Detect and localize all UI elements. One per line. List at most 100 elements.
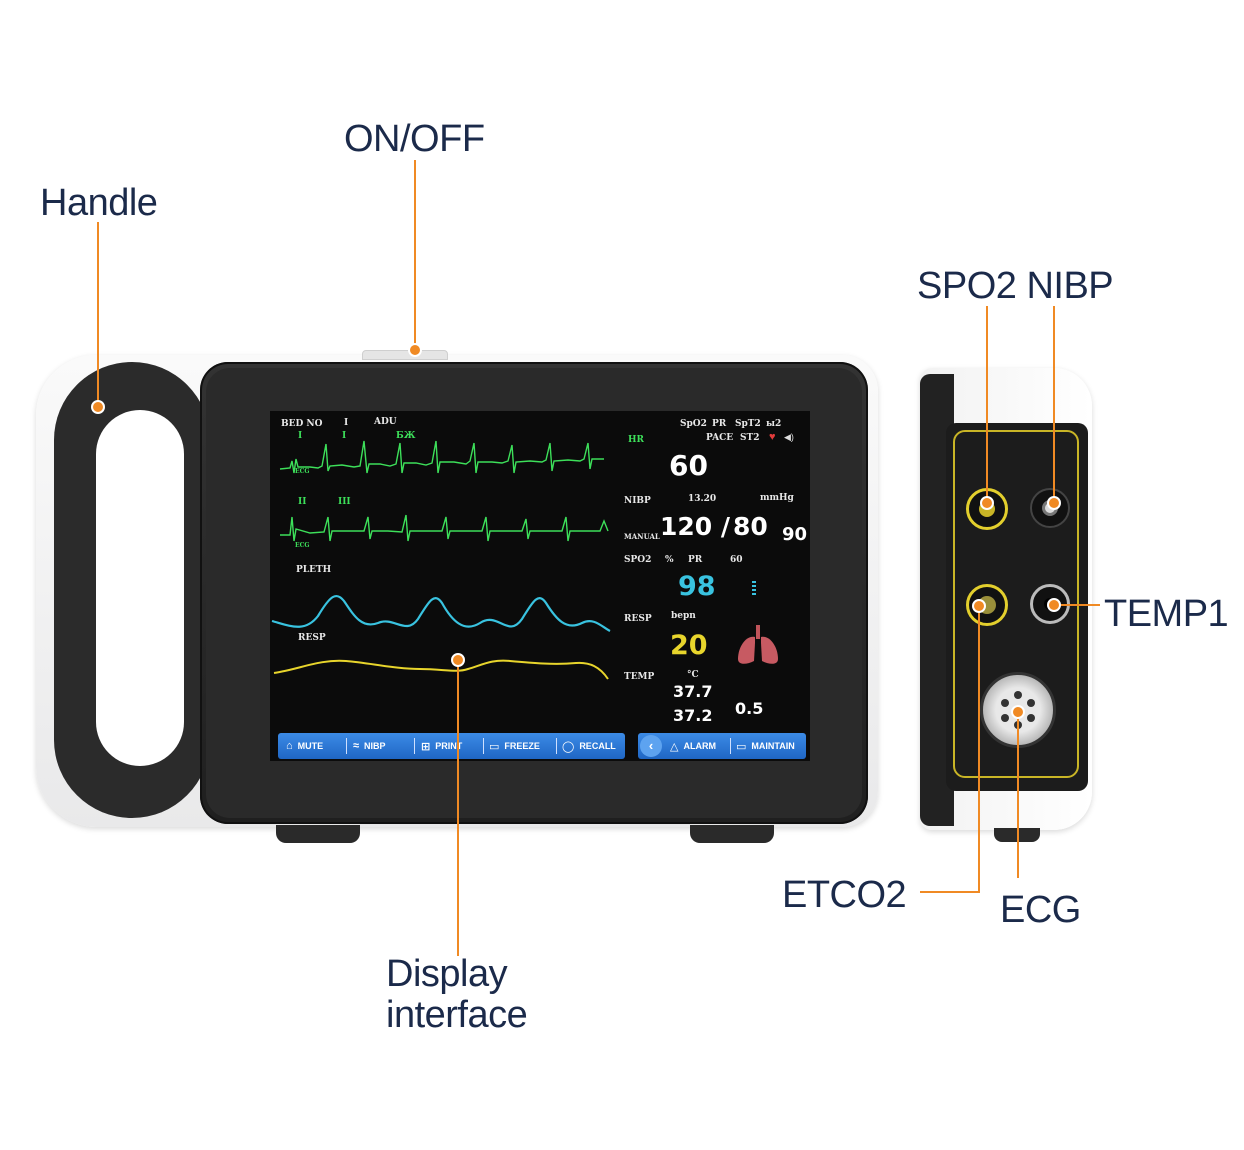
monitor-foot-left — [276, 825, 360, 843]
status-spo2: SpO2 — [680, 419, 707, 429]
nibp-marker — [1047, 496, 1061, 510]
maintain-label: MAINTAIN — [751, 741, 795, 751]
monitor-foot-right — [690, 825, 774, 843]
divider — [730, 738, 731, 754]
status-spt2: SpT2 — [735, 419, 761, 429]
etco2-leader-line-vertical — [978, 606, 980, 892]
etco2-callout: ETCO2 — [782, 874, 907, 916]
ecg1-label: ECG — [295, 468, 310, 475]
hr-value: 60 — [669, 449, 708, 482]
etco2-leader-line-horizontal — [920, 891, 980, 893]
temp-1-value: 37.7 — [673, 682, 713, 701]
heart-icon: ♥ — [769, 431, 776, 443]
divider — [483, 738, 484, 754]
home-icon: ⌂ — [286, 740, 293, 752]
temp1-leader-line — [1054, 604, 1100, 606]
onoff-leader-line — [414, 160, 416, 350]
resp-wave-label: RESP — [298, 633, 326, 643]
ecg1-gain: I — [342, 431, 347, 441]
divider — [556, 738, 557, 754]
spo2-nibp-callout: SPO2 NIBP — [917, 265, 1114, 307]
handle-opening — [96, 410, 184, 766]
ecg1-filter: БЖ — [396, 431, 416, 441]
freeze-label: FREEZE — [504, 741, 540, 751]
lungs-icon — [738, 625, 778, 664]
temp-delta-value: 0.5 — [735, 699, 764, 718]
function-bar-right: ‹ △ ALARM ▭ MAINTAIN — [638, 733, 806, 759]
nibp-leader-line — [1053, 306, 1055, 504]
function-bar-left: ⌂ MUTE ≈ NIBP ⊞ PRINT ▭ FREEZE ◯ RECALL — [278, 733, 625, 759]
display-screen[interactable]: BED NO I ADU I I БЖ ECG II III ECG PLETH… — [270, 411, 810, 761]
power-button[interactable] — [362, 350, 448, 360]
nibp-button-label: NIBP — [364, 741, 386, 751]
ecg2-lead-b: III — [338, 497, 351, 507]
ecg-marker — [1011, 705, 1025, 719]
resp-waveform — [273, 659, 609, 680]
nibp-unit: mmHg — [760, 493, 794, 503]
ecg2-lead-a: II — [298, 497, 307, 507]
ecg2-label: ECG — [295, 542, 310, 549]
recall-icon: ◯ — [562, 740, 575, 753]
resp-value: 20 — [670, 630, 708, 661]
spo2-label: SPO2 — [624, 555, 652, 565]
nibp-button[interactable]: ≈ NIBP — [353, 733, 386, 759]
spo2-pr-value: 60 — [730, 555, 743, 565]
temp-unit: °C — [687, 670, 699, 680]
onoff-callout: ON/OFF — [344, 118, 485, 160]
nibp-diastolic: 80 — [733, 512, 768, 541]
status-unit: ы2 — [766, 419, 782, 429]
handle-leader-line — [97, 222, 99, 406]
print-label: PRINT — [435, 741, 463, 751]
temp1-marker — [1047, 598, 1061, 612]
header-lead: I — [344, 418, 349, 428]
handle-marker — [91, 400, 105, 414]
ecg-leader-line — [1017, 712, 1019, 878]
recall-button[interactable]: ◯ RECALL — [562, 733, 616, 759]
etco2-port[interactable] — [966, 584, 1008, 626]
waveform-layer — [271, 440, 611, 680]
wave-icon: ≈ — [353, 740, 360, 752]
divider — [346, 738, 347, 754]
freeze-button[interactable]: ▭ FREEZE — [489, 733, 540, 759]
sound-icon: ◀) — [784, 432, 794, 442]
alarm-button[interactable]: △ ALARM — [670, 733, 716, 759]
camera-icon: ▭ — [489, 740, 500, 753]
monitor-icon: ▭ — [736, 740, 747, 753]
display-callout-line1: Display — [386, 953, 508, 995]
nibp-label: NIBP — [624, 496, 651, 506]
pleth-waveform — [271, 594, 611, 632]
display-marker — [451, 653, 465, 667]
status-pace: PACE — [706, 433, 734, 443]
alarm-label: ALARM — [683, 741, 716, 751]
ecg-callout: ECG — [1000, 889, 1081, 931]
recall-label: RECALL — [579, 741, 616, 751]
resp-unit: bepn — [671, 611, 696, 621]
resp-label: RESP — [624, 614, 652, 624]
mute-label: MUTE — [297, 741, 324, 751]
handle-callout: Handle — [40, 182, 158, 224]
back-icon[interactable]: ‹ — [640, 735, 662, 757]
etco2-marker — [972, 599, 986, 613]
mute-button[interactable]: ⌂ MUTE — [286, 733, 323, 759]
maintain-button[interactable]: ▭ MAINTAIN — [736, 733, 795, 759]
status-st2: ST2 — [740, 433, 760, 443]
display-leader-line — [457, 660, 459, 956]
spo2-marker — [980, 496, 994, 510]
signal-strength-bar — [752, 581, 756, 597]
temp-label: TEMP — [624, 672, 655, 682]
onoff-marker — [408, 343, 422, 357]
nibp-systolic: 120 / — [660, 512, 731, 541]
spo2-pr-label: PR — [688, 555, 703, 565]
temp1-callout: TEMP1 — [1104, 593, 1229, 635]
alarm-icon: △ — [670, 740, 679, 753]
print-button[interactable]: ⊞ PRINT — [421, 733, 462, 759]
print-icon: ⊞ — [421, 740, 431, 753]
status-pr: PR — [712, 419, 727, 429]
spo2-value: 98 — [678, 571, 716, 602]
pleth-label: PLETH — [296, 565, 332, 575]
nibp-mode: MANUAL — [624, 532, 660, 541]
nibp-mean: 90 — [782, 524, 808, 545]
nibp-time: 13.20 — [688, 494, 717, 504]
temp-2-value: 37.2 — [673, 706, 713, 725]
ecg-waveform-1 — [279, 440, 604, 474]
